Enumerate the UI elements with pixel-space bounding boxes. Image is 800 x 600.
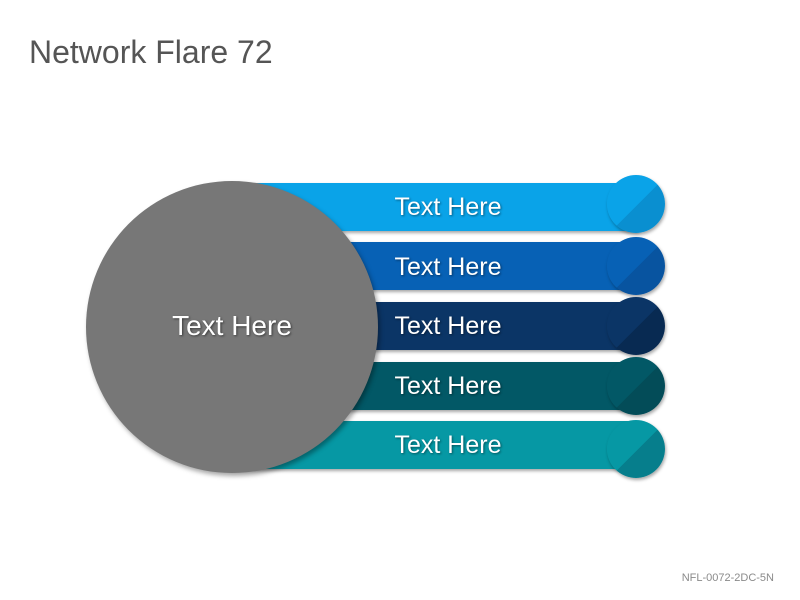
end-circle-2 [607, 237, 665, 295]
bar-label-5: Text Here [394, 431, 502, 459]
end-circle-3 [607, 297, 665, 355]
end-circle-4 [607, 357, 665, 415]
center-circle [86, 181, 378, 473]
bar-label-3: Text Here [394, 312, 502, 340]
bar-label-1: Text Here [394, 193, 502, 221]
end-circle-1 [607, 175, 665, 233]
slide-code: NFL-0072-2DC-5N [681, 572, 774, 584]
bar-label-2: Text Here [394, 253, 502, 281]
end-circle-5 [607, 420, 665, 478]
center-circle-label: Text Here [172, 310, 292, 341]
bar-label-4: Text Here [394, 372, 502, 400]
page-title: Network Flare 72 [29, 34, 273, 70]
